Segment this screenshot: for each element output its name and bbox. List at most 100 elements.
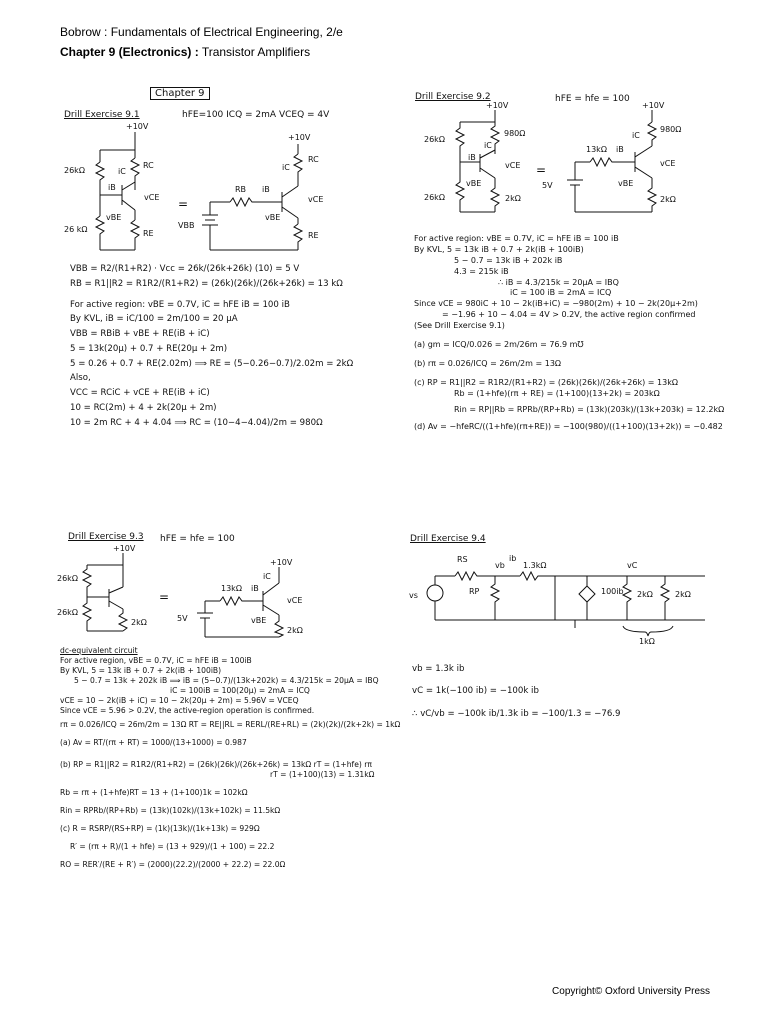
ex91-params: hFE=100 ICQ = 2mA VCEQ = 4V: [182, 110, 330, 120]
svg-text:13kΩ: 13kΩ: [586, 145, 607, 154]
svg-text:iC: iC: [282, 163, 290, 172]
svg-text:iC: iC: [263, 572, 271, 581]
svg-text:26kΩ: 26kΩ: [64, 166, 85, 175]
svg-text:iB: iB: [262, 185, 270, 194]
ex92-line: 4.3 = 215k iB: [454, 266, 509, 276]
svg-text:26kΩ: 26kΩ: [424, 193, 445, 202]
ex91-line: 10 = RC(2m) + 4 + 2k(20μ + 2m): [70, 403, 217, 414]
svg-text:iB: iB: [616, 145, 624, 154]
ex93-line: iC = 100iB = 100(20μ) = 2mA = ICQ: [170, 686, 310, 696]
svg-text:vC: vC: [627, 561, 638, 570]
ex91-circuit: +10V 26kΩ RC iC iB vCE vBE 26 kΩ RE = +1…: [64, 122, 323, 251]
svg-text:5V: 5V: [177, 614, 188, 623]
svg-text:980Ω: 980Ω: [660, 125, 681, 134]
header-chapter-line: Chapter 9 (Electronics) : Transistor Amp…: [60, 45, 310, 59]
svg-text:vCE: vCE: [308, 195, 323, 204]
svg-text:13kΩ: 13kΩ: [221, 584, 242, 593]
ex92-line: Since vCE = 980iC + 10 − 2k(iB+iC) = −98…: [414, 299, 698, 309]
ex94-solution: vb = 1.3k ib vC = 1k(−100 ib) = −100k ib…: [412, 664, 620, 719]
ex91-line: 10 = 2m RC + 4 + 4.04 ⟹ RC = (10−4−4.04)…: [70, 417, 323, 428]
svg-text:26kΩ: 26kΩ: [424, 135, 445, 144]
ex91-line: Also,: [70, 373, 91, 384]
ex93-line: (c) R = RSRP/(RS+RP) = (1k)(13k)/(1k+13k…: [60, 824, 260, 834]
ex92-solution: For active region: vBE = 0.7V, iC = hFE …: [414, 234, 724, 433]
svg-text:=: =: [178, 197, 188, 211]
svg-text:2kΩ: 2kΩ: [287, 626, 303, 635]
svg-text:+10V: +10V: [113, 544, 136, 553]
ex93-line: (a) Av = RT/(rπ + RT) = 1000/(13+1000) =…: [60, 738, 247, 748]
svg-text:980Ω: 980Ω: [504, 129, 525, 138]
svg-text:RE: RE: [308, 231, 319, 240]
svg-text:iC: iC: [484, 141, 492, 150]
ex91-line: By KVL, iB = iC/100 = 2m/100 = 20 μA: [70, 314, 238, 325]
ex93-line: R′ = (rπ + R)/(1 + hfe) = (13 + 929)/(1 …: [70, 842, 275, 852]
svg-text:RS: RS: [457, 555, 468, 564]
svg-text:2kΩ: 2kΩ: [637, 590, 653, 599]
svg-text:+10V: +10V: [486, 101, 509, 110]
svg-text:vBE: vBE: [106, 213, 121, 222]
svg-text:RP: RP: [469, 587, 480, 596]
ex92-line: (a) gm = ICQ/0.026 = 2m/26m = 76.9 m℧: [414, 339, 584, 349]
ex91-line: VBB = R2/(R1+R2) · Vcc = 26k/(26k+26k) (…: [70, 264, 300, 274]
ex93-line: vCE = 10 − 2k(iB + iC) = 10 − 2k(20μ + 2…: [60, 696, 299, 706]
ex92-line: Rin = RP||Rb = RPRb/(RP+Rb) = (13k)(203k…: [454, 405, 725, 415]
ex93-circuit: +10V 26kΩ 26kΩ 2kΩ = +10V 13kΩ iB iC vCE…: [57, 544, 303, 638]
svg-text:vCE: vCE: [287, 596, 302, 605]
svg-text:26kΩ: 26kΩ: [57, 608, 78, 617]
ex91-line: VCC = RCiC + vCE + RE(iB + iC): [70, 388, 210, 399]
ex92-line: Rb = (1+hfe)(rπ + RE) = (1+100)(13+2k) =…: [454, 388, 660, 398]
ex94-line: vC = 1k(−100 ib) = −100k ib: [412, 686, 539, 697]
ex91-line: For active region: vBE = 0.7V, iC = hFE …: [70, 299, 290, 310]
header-chapter-bold: Chapter 9 (Electronics) :: [60, 45, 199, 59]
ex93-line: 5 − 0.7 = 13k + 202k iB ⟹ iB = (5−0.7)/(…: [74, 676, 379, 686]
ex93-line: Rin = RPRb/(RP+Rb) = (13k)(102k)/(13k+10…: [60, 806, 281, 816]
ex91-line: 5 = 0.26 + 0.7 + RE(2.02m) ⟹ RE = (5−0.2…: [70, 358, 354, 369]
svg-text:2kΩ: 2kΩ: [131, 618, 147, 627]
ex91-title: Drill Exercise 9.1: [64, 110, 140, 120]
ex92-params: hFE = hfe = 100: [555, 94, 630, 104]
ex93-title: Drill Exercise 9.3: [68, 532, 144, 542]
svg-text:vCE: vCE: [144, 193, 159, 202]
copyright-footer: Copyright© Oxford University Press: [552, 986, 710, 997]
svg-text:1kΩ: 1kΩ: [639, 637, 655, 646]
svg-text:vCE: vCE: [505, 161, 520, 170]
svg-text:vBE: vBE: [265, 213, 280, 222]
svg-text:iC: iC: [632, 131, 640, 140]
svg-text:iB: iB: [468, 153, 476, 162]
ex93-line: For active region, vBE = 0.7V, iC = hFE …: [60, 656, 252, 666]
svg-text:vBE: vBE: [466, 179, 481, 188]
svg-text:+10V: +10V: [288, 133, 311, 142]
header-chapter-topic: Transistor Amplifiers: [198, 45, 311, 59]
svg-text:ib: ib: [509, 554, 516, 563]
ex94-circuit: RS vb ib 1.3kΩ vC vs RP 100ib 2kΩ 2kΩ 1k…: [409, 554, 705, 646]
ex92-line: 5 − 0.7 = 13k iB + 202k iB: [454, 255, 563, 265]
ex91-vcc: +10V: [126, 122, 149, 131]
svg-text:=: =: [536, 163, 546, 177]
svg-text:vBE: vBE: [618, 179, 633, 188]
ex93-params: hFE = hfe = 100: [160, 534, 235, 544]
svg-text:RB: RB: [235, 185, 246, 194]
ex93-line: Rb = rπ + (1+hfe)RT = 13 + (1+100)1k = 1…: [60, 788, 248, 798]
ex91-line: VBB = RBiB + vBE + RE(iB + iC): [70, 329, 210, 340]
svg-text:VBB: VBB: [178, 221, 194, 230]
ex93-line: By KVL, 5 = 13k iB + 0.7 + 2k(iB + 100iB…: [60, 666, 222, 676]
svg-text:100ib: 100ib: [601, 587, 624, 596]
svg-text:2kΩ: 2kΩ: [505, 194, 521, 203]
ex92-line: ∴ iB = 4.3/215k = 20μA = IBQ: [498, 277, 619, 287]
ex93-line: dc-equivalent circuit: [60, 646, 138, 655]
ex91-line: RB = R1||R2 = R1R2/(R1+R2) = (26k)(26k)/…: [70, 278, 343, 289]
ex92-line: By KVL, 5 = 13k iB + 0.7 + 2k(iB + 100iB…: [414, 244, 584, 254]
svg-text:5V: 5V: [542, 181, 553, 190]
svg-text:iB: iB: [108, 183, 116, 192]
ex92-line: = −1.96 + 10 − 4.04 = 4V > 0.2V, the act…: [442, 310, 696, 320]
svg-text:vb: vb: [495, 561, 505, 570]
svg-text:=: =: [159, 590, 169, 604]
ex92-line: For active region: vBE = 0.7V, iC = hFE …: [414, 234, 619, 243]
svg-text:+10V: +10V: [270, 558, 293, 567]
svg-text:2kΩ: 2kΩ: [675, 590, 691, 599]
ex93-line: rπ = 0.026/ICQ = 26m/2m = 13Ω RT = RE||R…: [60, 720, 401, 730]
ex92-circuit: +10V 26kΩ 980Ω iC iB vCE vBE 26kΩ 2kΩ = …: [424, 101, 681, 213]
ex93-line: Since vCE = 5.96 > 0.2V, the active-regi…: [60, 706, 315, 716]
svg-text:RE: RE: [143, 229, 154, 238]
ex93-line: (b) RP = R1||R2 = R1R2/(R1+R2) = (26k)(2…: [60, 760, 372, 770]
